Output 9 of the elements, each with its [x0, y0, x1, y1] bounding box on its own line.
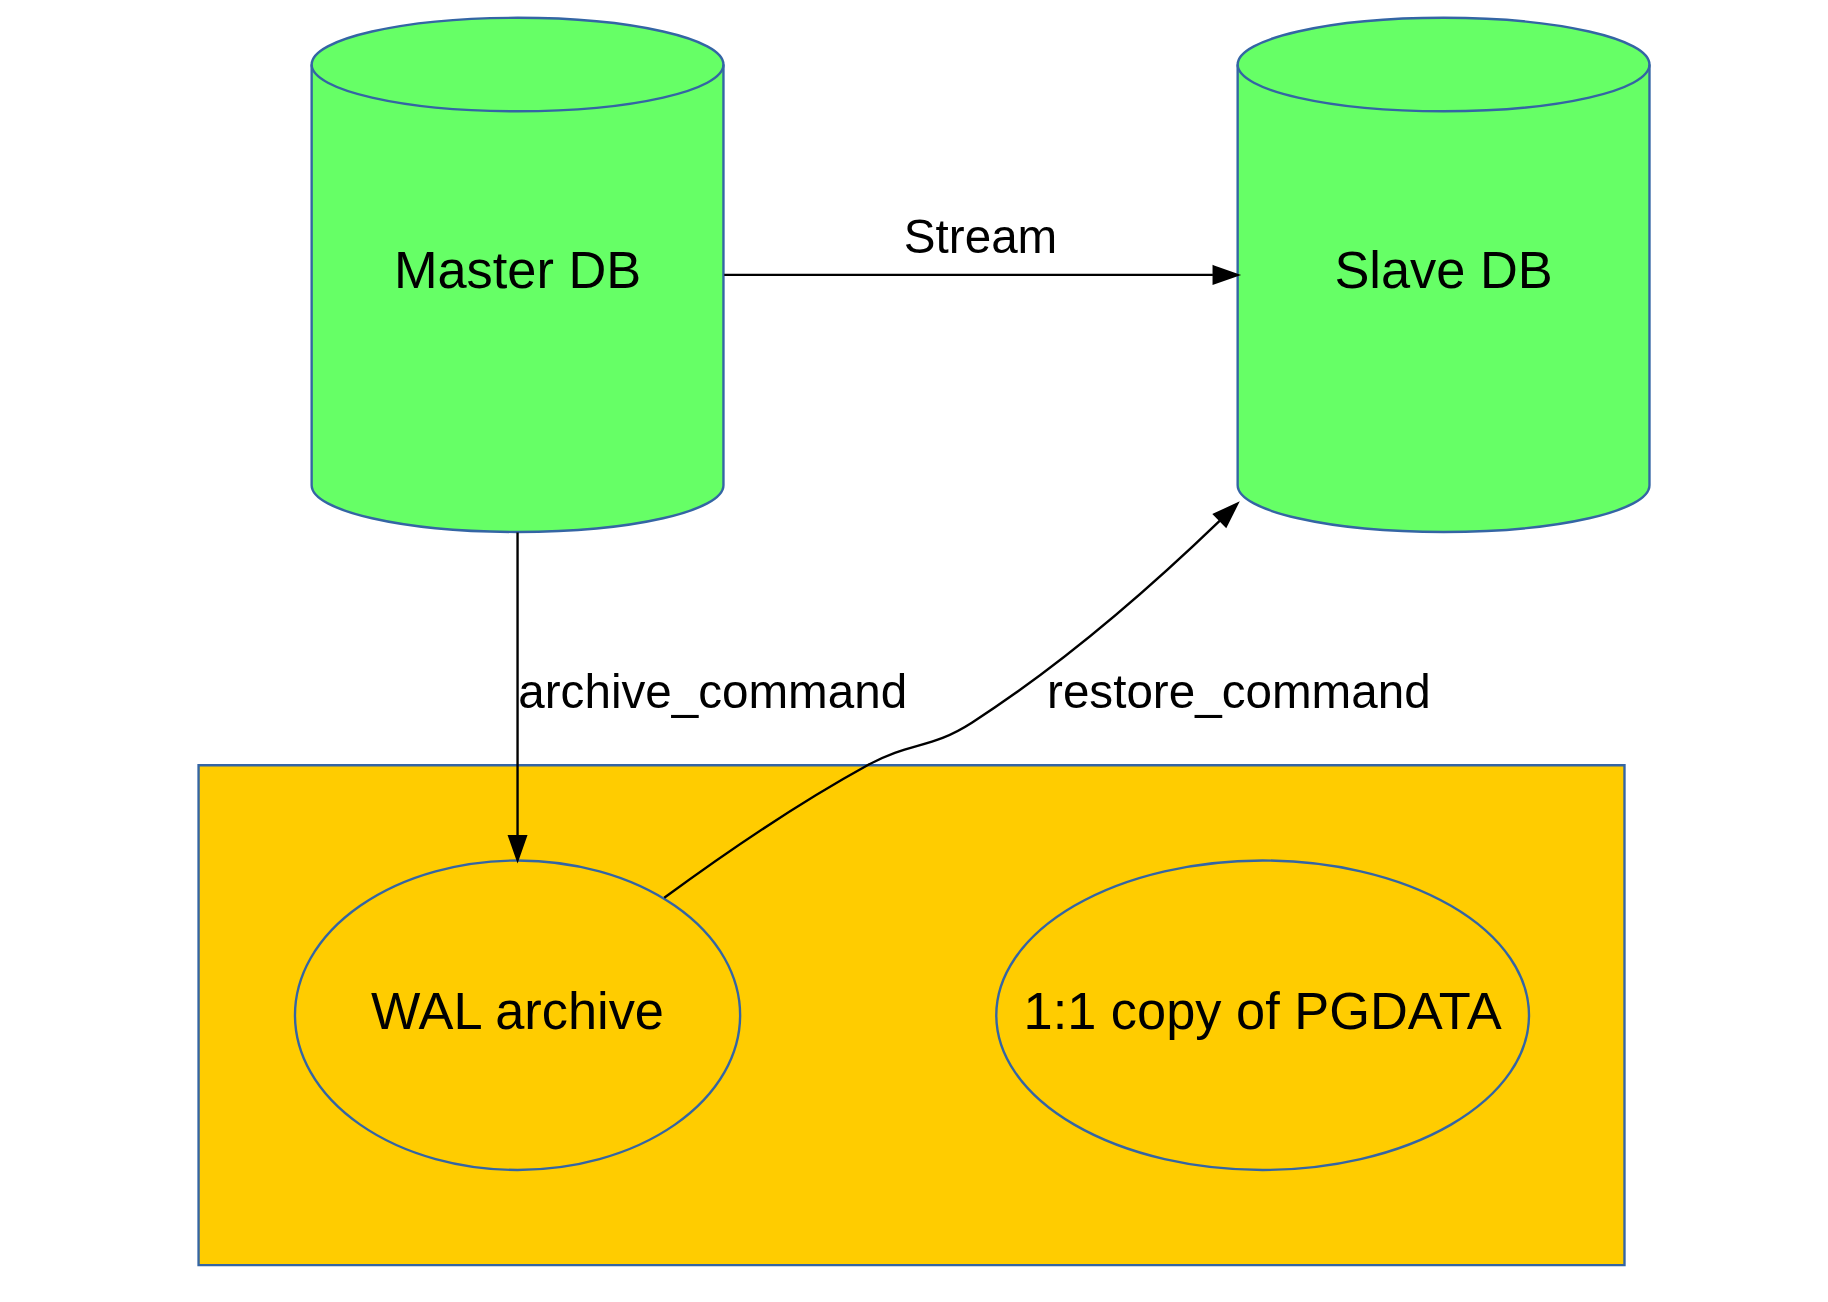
arrow — [507, 532, 528, 864]
edge-label: archive_command — [517, 665, 907, 719]
node-ellipse: WAL archive — [293, 859, 741, 1172]
arrow — [723, 264, 1241, 285]
arrow — [663, 501, 1240, 899]
edge-label: restore_command — [1046, 665, 1431, 719]
edge-label: Stream — [903, 210, 1057, 264]
node-ellipse: 1:1 copy of PGDATA — [994, 859, 1530, 1172]
cluster — [196, 764, 1626, 1267]
